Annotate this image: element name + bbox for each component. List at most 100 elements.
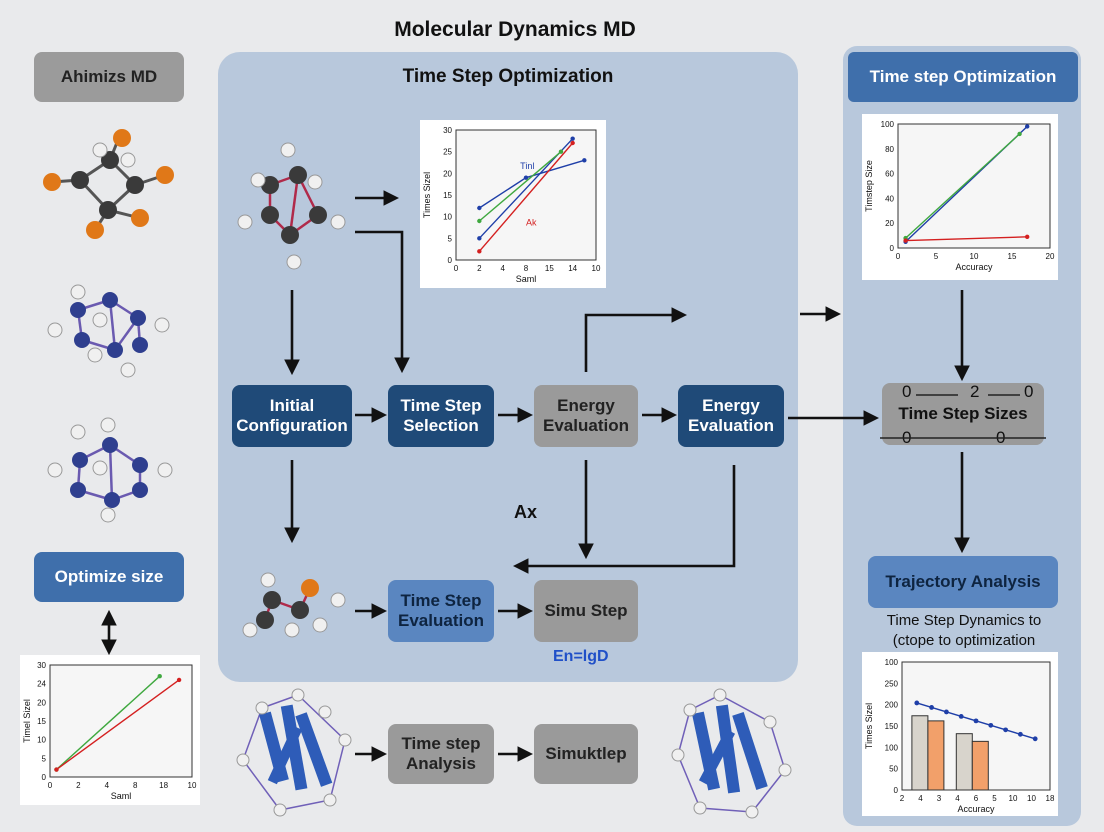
lattice-right <box>671 688 792 819</box>
bar-grey <box>955 733 973 791</box>
atom <box>338 733 352 747</box>
atom <box>92 142 108 158</box>
y-tick-label: 150 <box>885 722 899 731</box>
series-line <box>905 133 1021 239</box>
sizes-mark-1: 2 <box>970 382 980 401</box>
y-tick-label: 30 <box>37 661 46 670</box>
time-step-evaluation-box[interactable]: Time Step Evaluation <box>388 580 494 642</box>
atom <box>47 462 63 478</box>
time-step-analysis-box[interactable]: Time step Analysis <box>388 724 494 784</box>
atom <box>102 437 118 453</box>
y-tick-label: 10 <box>37 736 46 745</box>
sizes-mark-4: 0 <box>996 428 1006 447</box>
energy-evaluation-box-1[interactable]: Energy Evaluation <box>534 385 638 447</box>
atom <box>101 151 119 169</box>
atom <box>157 462 173 478</box>
optimize-size-box[interactable]: Optimize size <box>34 552 184 602</box>
atom <box>102 292 118 308</box>
atom <box>70 302 86 318</box>
plot-area <box>897 123 1051 249</box>
y-axis-label: Times Sizel <box>422 172 432 218</box>
atom <box>323 793 337 807</box>
time-step-selection-box[interactable]: Time Step Selection <box>388 385 494 447</box>
bar-orange <box>971 740 989 791</box>
energy-evaluation-box-2[interactable]: Energy Evaluation <box>678 385 784 447</box>
atom <box>120 362 136 378</box>
x-axis-label: Saml <box>111 791 132 801</box>
trajectory-desc-2: (ctope to optimization <box>892 632 1036 649</box>
data-point <box>176 677 182 683</box>
atom <box>70 482 86 498</box>
x-tick-label: 15 <box>545 264 554 273</box>
atom <box>104 492 120 508</box>
time-step-sizes-label: Time Step Sizes <box>898 404 1028 424</box>
bar-grey <box>911 715 929 791</box>
series-line <box>55 675 161 771</box>
y-tick-label: 100 <box>881 120 895 129</box>
atom <box>107 342 123 358</box>
y-tick-label: 20 <box>443 169 452 178</box>
atom <box>70 424 86 440</box>
sizes-mark-2: 0 <box>1024 382 1034 401</box>
x-tick-label: 8 <box>133 781 138 790</box>
x-tick-label: 10 <box>1027 794 1036 803</box>
atom <box>87 347 103 363</box>
molecule-blue-cluster-2 <box>47 417 173 523</box>
simu-step-box[interactable]: Simu Step <box>534 580 638 642</box>
series-line <box>478 142 574 252</box>
y-tick-label: 25 <box>443 148 452 157</box>
x-tick-label: 8 <box>524 264 529 273</box>
data-point <box>914 700 920 706</box>
simuktlep-box[interactable]: Simuktlep <box>534 724 638 784</box>
data-point <box>477 236 482 241</box>
atom <box>236 753 250 767</box>
x-axis-label: Accuracy <box>955 262 993 272</box>
atom <box>713 688 727 702</box>
atom <box>113 129 131 147</box>
data-point <box>929 705 934 710</box>
y-tick-label: 5 <box>42 754 47 763</box>
y-tick-label: 20 <box>37 698 46 707</box>
x-axis-label: Saml <box>516 274 537 284</box>
trajectory-desc-1: Time Step Dynamics to <box>886 612 1042 629</box>
data-point <box>570 136 575 141</box>
atom <box>745 805 759 819</box>
y-tick-label: 60 <box>885 170 894 179</box>
page-title: Molecular Dynamics MD <box>394 18 636 41</box>
molecule-orange-cluster <box>43 129 174 239</box>
y-tick-label: 15 <box>443 191 452 200</box>
atom <box>693 801 707 815</box>
y-tick-label: 24 <box>37 680 46 689</box>
atom <box>683 703 697 717</box>
bar-orange <box>927 720 945 791</box>
atom <box>120 152 136 168</box>
plot-area <box>455 129 597 261</box>
trajectory-analysis-box[interactable]: Trajectory Analysis <box>868 556 1058 608</box>
y-tick-label: 5 <box>448 234 453 243</box>
time-step-sizes-box[interactable]: Time Step Sizes <box>882 383 1044 445</box>
atom <box>100 417 116 433</box>
data-point <box>582 158 587 163</box>
data-point <box>558 149 564 154</box>
data-point <box>973 718 979 724</box>
series-line <box>56 679 180 771</box>
x-tick-label: 4 <box>500 264 505 273</box>
equation-label: En=lgD <box>553 648 609 665</box>
atom <box>132 482 148 498</box>
atom <box>43 173 61 191</box>
annotation-label: Ak <box>526 217 537 227</box>
x-tick-label: 2 <box>900 794 905 803</box>
x-tick-label: 4 <box>918 794 923 803</box>
atom <box>72 452 88 468</box>
plot-area <box>49 664 193 778</box>
atom <box>291 688 305 702</box>
atom <box>132 457 148 473</box>
initial-configuration-box[interactable]: Initial Configuration <box>232 385 352 447</box>
atom <box>156 166 174 184</box>
molecule-blue-cluster-1 <box>47 284 170 378</box>
data-point <box>1025 124 1030 129</box>
x-tick-label: 0 <box>48 781 53 790</box>
ax-label: Ax <box>514 502 538 522</box>
